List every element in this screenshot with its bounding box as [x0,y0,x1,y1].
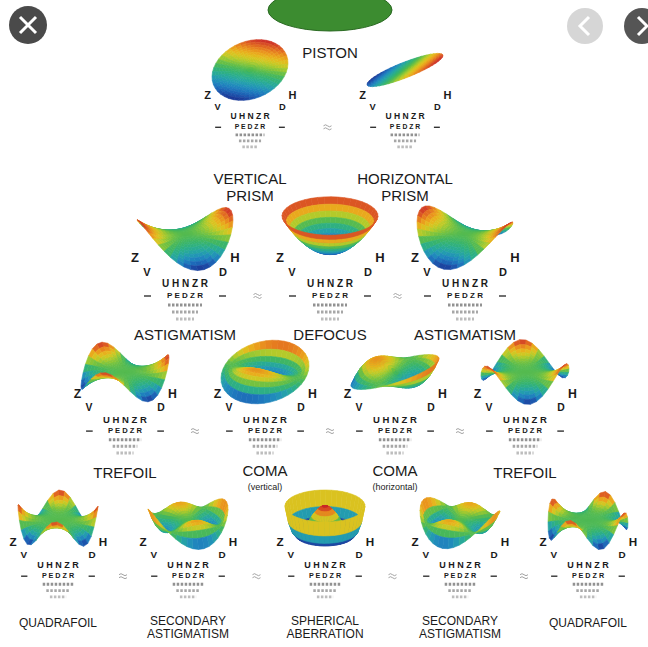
page: PISTONZHVDU H N Z RP E D Z RZHVDU H N Z … [0,0,648,647]
